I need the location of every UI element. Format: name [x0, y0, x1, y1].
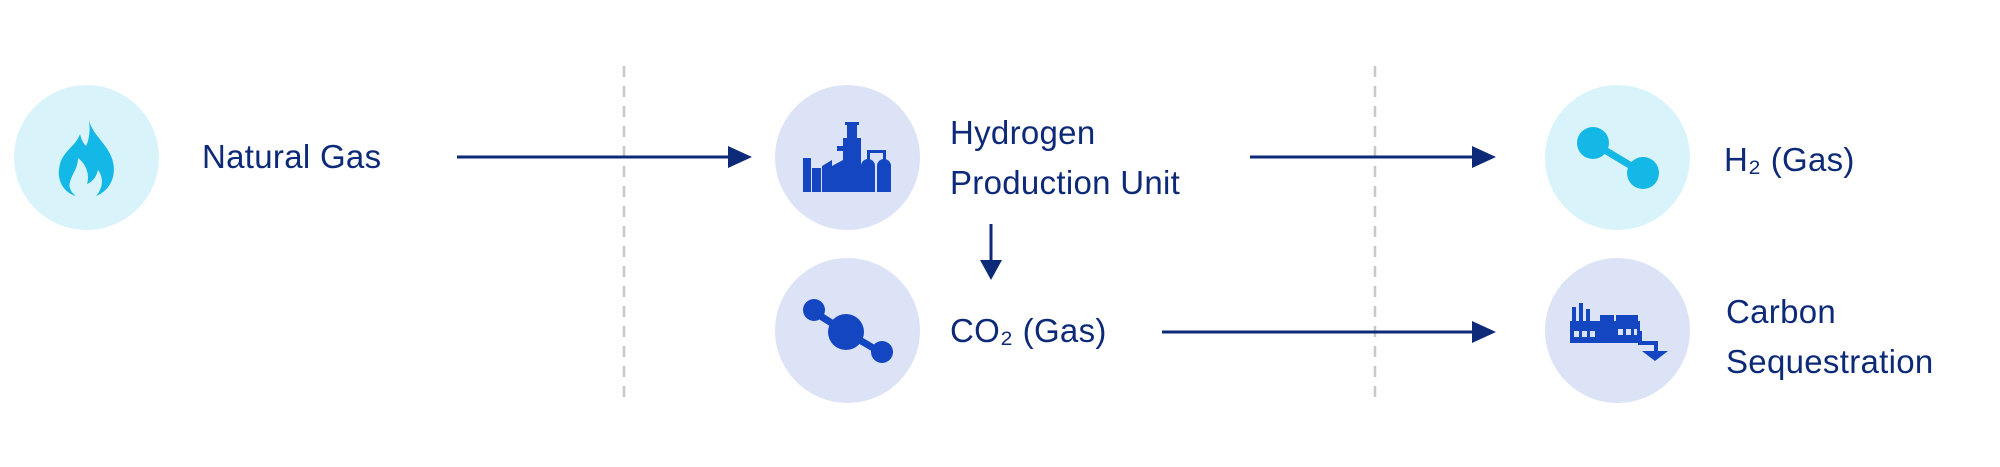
co2-molecule-icon — [802, 298, 893, 363]
h2-label: H₂ (Gas) — [1724, 141, 1855, 178]
co2-label: CO₂ (Gas) — [950, 312, 1107, 349]
natural-gas-node — [14, 85, 159, 230]
arrow-natural-gas-to-hydrogen — [457, 146, 752, 168]
factory-icon — [802, 121, 891, 192]
arrow-co2-to-carbon-sequestration — [1162, 321, 1496, 343]
flame-icon — [58, 119, 114, 196]
h2-molecule-icon — [1576, 126, 1659, 189]
hydrogen-production-unit-node — [775, 85, 920, 230]
arrow-hydrogen-to-co2 — [980, 224, 1002, 280]
co2-node — [775, 258, 920, 403]
carbon-sequestration-label: Carbon Sequestration — [1726, 293, 1934, 380]
h2-node — [1545, 85, 1690, 230]
sequestration-plant-icon — [1569, 302, 1668, 361]
arrow-hydrogen-to-h2 — [1250, 146, 1496, 168]
carbon-sequestration-node — [1545, 258, 1690, 403]
hydrogen-production-unit-label: Hydrogen Production Unit — [950, 114, 1181, 201]
natural-gas-label: Natural Gas — [202, 138, 382, 175]
